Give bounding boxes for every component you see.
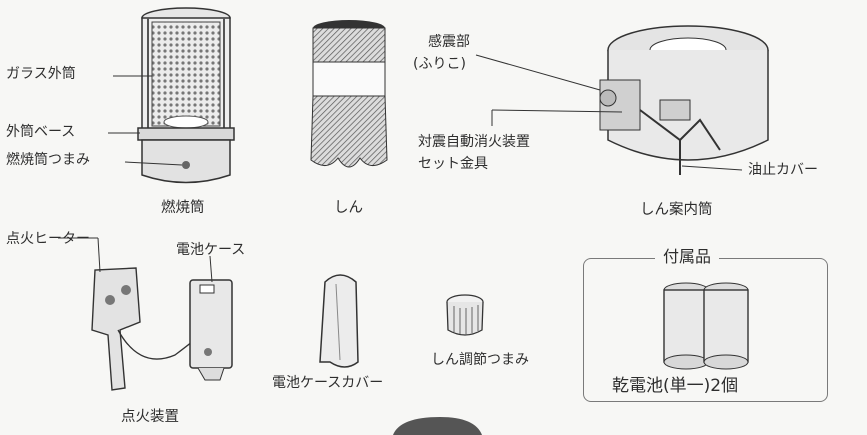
label-sensor: 感震部	[428, 34, 470, 50]
caption-burner: 燃焼筒	[161, 200, 205, 216]
label-igniter-heater: 点火ヒーター	[6, 231, 90, 247]
label-sensor-sub: (ふりこ)	[413, 56, 466, 72]
label-outer-cylinder-base: 外筒ベース	[6, 124, 76, 140]
caption-wick-adjust-knob: しん調節つまみ	[431, 352, 529, 368]
label-burner-knob: 燃焼筒つまみ	[6, 152, 90, 168]
label-glass-outer-cylinder: ガラス外筒	[6, 66, 76, 82]
label-auto-extinguish-2: セット金具	[418, 156, 488, 172]
burner-illustration	[137, 7, 235, 184]
caption-battery-case-cover: 電池ケースカバー	[272, 375, 384, 391]
ignition-device-illustration	[91, 267, 233, 391]
batteries-illustration	[663, 282, 749, 370]
label-auto-extinguish-1: 対震自動消火装置	[418, 134, 530, 150]
caption-ignition-device: 点火装置	[121, 409, 179, 425]
accessories-title: 付属品	[655, 249, 720, 265]
caption-wick: しん	[334, 200, 363, 216]
caption-wick-guide: しん案内筒	[640, 202, 713, 218]
wick-guide-illustration	[599, 25, 769, 175]
wick-illustration	[310, 20, 388, 168]
label-battery-case: 電池ケース	[176, 242, 246, 258]
wick-adjust-knob-illustration	[446, 294, 484, 336]
accessories-item: 乾電池(単一)2個	[612, 376, 739, 396]
battery-case-cover-illustration	[319, 274, 359, 368]
label-oil-stop-cover: 油止カバー	[748, 162, 818, 178]
page-tab-shape	[393, 417, 482, 435]
